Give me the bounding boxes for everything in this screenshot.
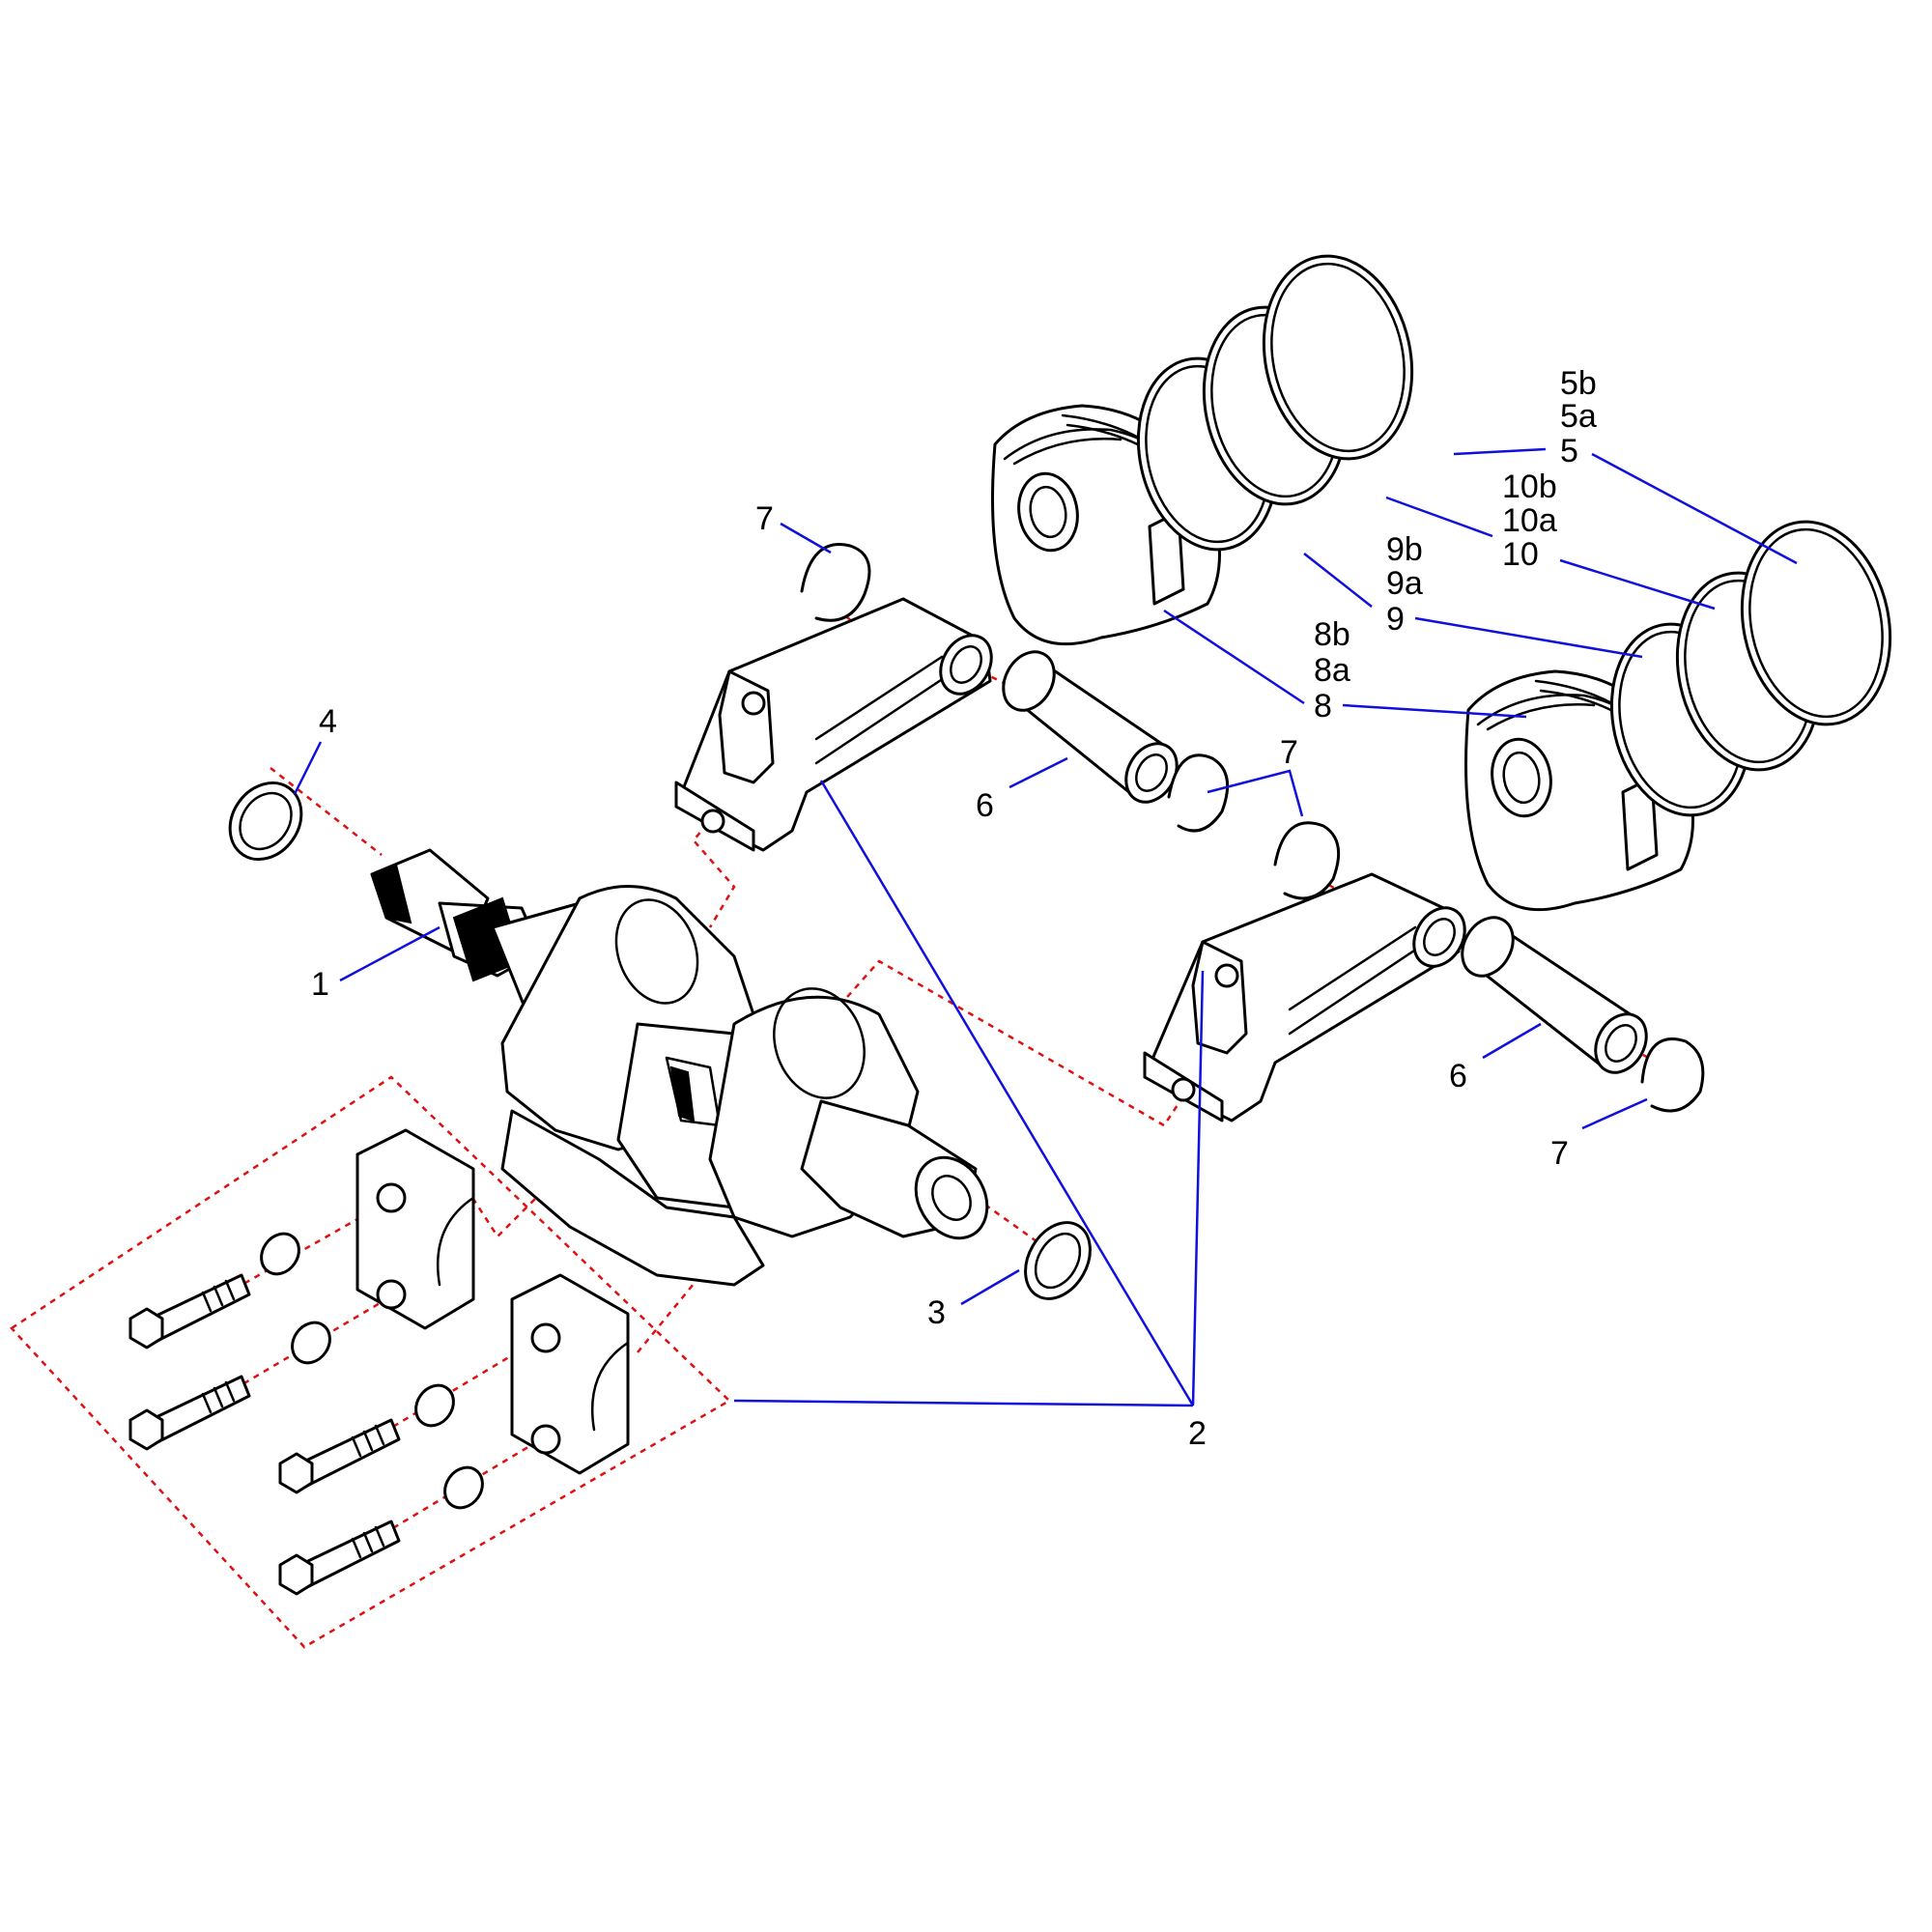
leader-lines [293, 447, 1798, 1407]
ring-5-right [1740, 520, 1892, 726]
leader-7-bottom [1581, 1097, 1648, 1130]
oil-seal-3 [1024, 1221, 1092, 1300]
callout-9a: 9a [1386, 565, 1423, 602]
leader-4 [293, 741, 323, 795]
ring-5-left [1262, 254, 1414, 461]
piston-rings-left [1136, 254, 1414, 552]
callout-9: 9 [1386, 601, 1405, 638]
circlip-top [800, 543, 871, 622]
leader-10-left [1385, 496, 1493, 538]
callout-4: 4 [319, 703, 337, 740]
connecting-rod-left [674, 597, 993, 852]
callout-7-bottom: 7 [1550, 1135, 1569, 1172]
leader-6-left [1009, 756, 1068, 789]
circlip-mid-left [1167, 753, 1230, 833]
callout-8a: 8a [1314, 652, 1350, 689]
callout-9b: 9b [1386, 531, 1423, 568]
leader-5-left [1453, 447, 1547, 456]
callout-2: 2 [1188, 1415, 1207, 1452]
leader-7-mid [1207, 769, 1304, 817]
bearing-cap-upper [355, 1128, 475, 1330]
leader-2-to-cap-group [733, 1399, 1194, 1407]
leader-7-top [780, 522, 832, 554]
leader-2-to-rod-right [1191, 970, 1205, 1406]
crankshaft-1 [370, 848, 989, 1287]
leader-8-left [1163, 609, 1305, 705]
callout-6-left: 6 [976, 787, 994, 824]
oil-seal-4 [228, 781, 303, 862]
leader-6-right [1482, 1022, 1542, 1060]
leader-1 [339, 925, 440, 982]
callout-1: 1 [311, 966, 329, 1003]
bolt-2 [128, 1375, 251, 1451]
leader-3 [960, 1268, 1020, 1306]
callout-8: 8 [1314, 688, 1332, 724]
leader-9-right [1414, 616, 1643, 659]
dashed-seal-4-to-crank [270, 767, 383, 856]
callout-8b: 8b [1314, 616, 1350, 653]
cap-bolts-and-washers [128, 1232, 484, 1596]
circlips [800, 543, 1705, 1113]
callout-7-mid: 7 [1280, 734, 1298, 771]
circlip-bottom [1640, 1037, 1705, 1113]
callout-7-top: 7 [755, 500, 774, 537]
leader-9-left [1303, 553, 1373, 608]
callout-6-right: 6 [1449, 1058, 1467, 1094]
callout-3: 3 [927, 1294, 946, 1331]
dashed-bolt3-line [323, 1336, 542, 1470]
callout-labels: 1 2 3 4 5b 5a 5 10b 10a 10 9b 9a 9 8b 8a… [311, 365, 1597, 1452]
piston-pin-left [1002, 650, 1179, 804]
callout-10b: 10b [1502, 469, 1557, 505]
piston-rings-right [1609, 520, 1892, 817]
callout-5b: 5b [1560, 365, 1597, 402]
leader-2-to-rod-left [819, 780, 1195, 1406]
bolt-1 [128, 1273, 251, 1350]
bolt-3 [278, 1418, 401, 1494]
callout-10a: 10a [1502, 502, 1557, 539]
leader-5-right [1591, 452, 1798, 565]
dashed-bolt4-line [323, 1437, 542, 1572]
bearing-cap-lower [510, 1273, 630, 1475]
piston-pin-right [1461, 916, 1648, 1074]
callout-5a: 5a [1560, 398, 1597, 435]
callout-10: 10 [1502, 536, 1539, 573]
callout-5: 5 [1560, 433, 1578, 469]
circlip-mid-right [1273, 821, 1341, 900]
connecting-rod-right [1143, 872, 1466, 1122]
dashed-bearing-cap-group-outline [10, 1075, 732, 1649]
leader-8-right [1342, 703, 1527, 719]
dashed-rod-right-to-crank [839, 959, 1217, 1127]
bolt-4 [278, 1520, 401, 1596]
leader-10-right [1559, 558, 1716, 611]
